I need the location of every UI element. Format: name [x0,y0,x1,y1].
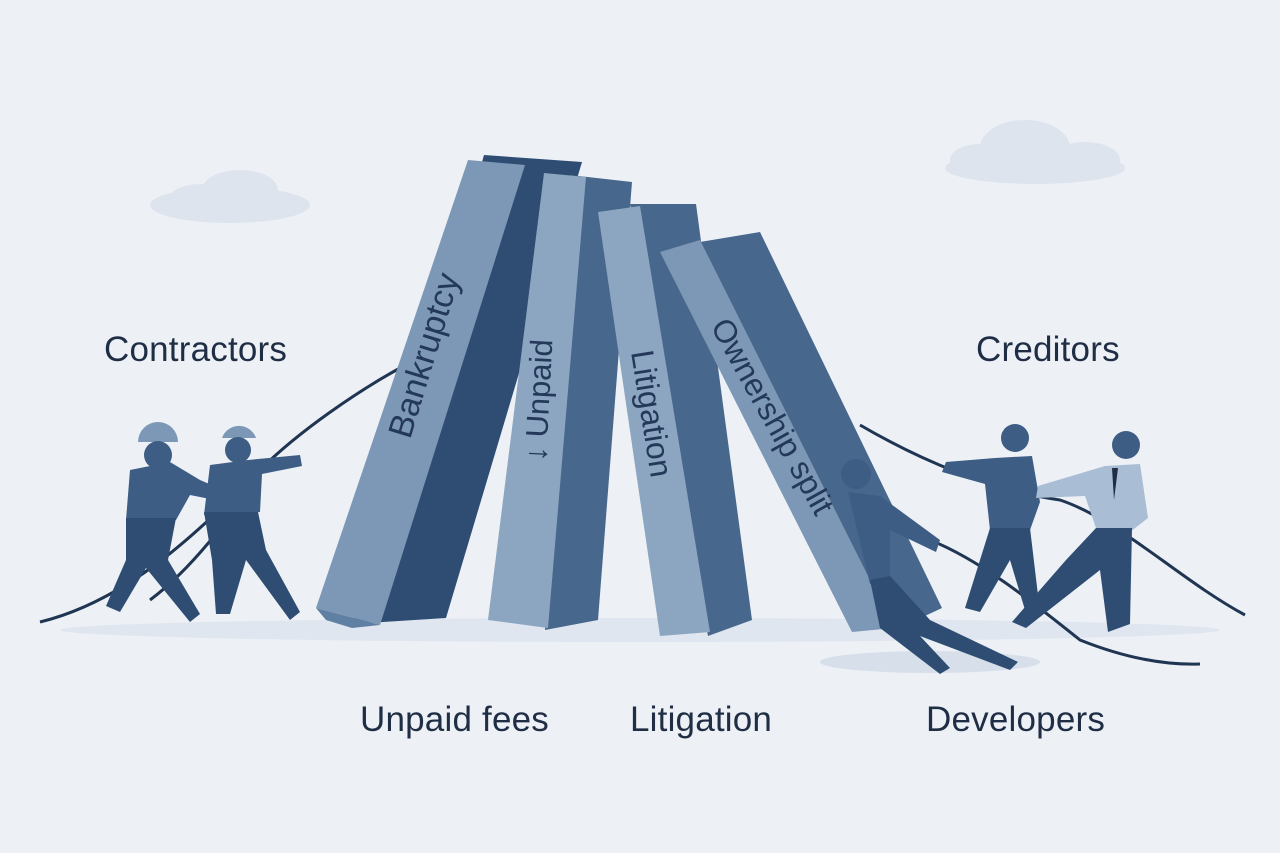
developer-figure [841,459,1018,674]
domino-litigation: Litigation [598,204,752,636]
label-contractors: Contractors [104,330,288,369]
creditor-figure-two [1012,431,1148,632]
rope-right [859,423,1246,617]
domino-bankruptcy: Bankruptcy [316,155,582,628]
creditor-figure-one [942,424,1040,620]
label-creditors: Creditors [976,330,1120,369]
ground-shadow [60,618,1220,642]
worker-rear-left [204,425,302,620]
domino-label-unpaid: ↓ Unpaid [518,338,559,462]
cloud-right [945,120,1125,184]
label-developers: Developers [926,700,1106,739]
label-litigation: Litigation [630,700,773,739]
rope-right-lower [929,538,1201,666]
label-unpaid-fees: Unpaid fees [360,700,549,739]
cloud-left [150,170,310,223]
worker-front-left [106,422,228,622]
